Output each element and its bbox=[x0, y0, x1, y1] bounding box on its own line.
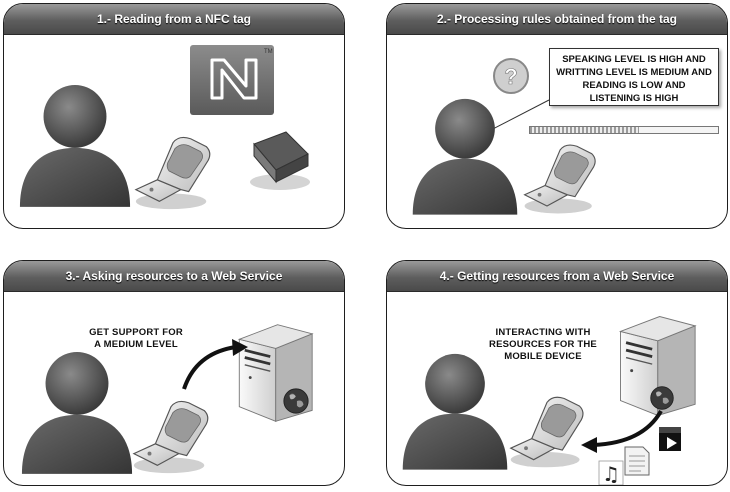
globe-icon bbox=[651, 387, 674, 410]
mobile-phone-icon bbox=[525, 145, 596, 213]
svg-text:?: ? bbox=[504, 64, 517, 89]
globe-icon bbox=[284, 389, 308, 413]
mobile-phone-icon bbox=[136, 137, 210, 209]
mobile-phone-icon bbox=[511, 397, 583, 467]
person-icon bbox=[413, 99, 518, 215]
mobile-phone-icon bbox=[134, 401, 208, 473]
svg-text:TM: TM bbox=[264, 49, 273, 55]
video-icon bbox=[659, 427, 681, 451]
book-icon bbox=[250, 132, 310, 190]
processing-progress-bar bbox=[529, 126, 719, 134]
person-icon bbox=[403, 354, 508, 470]
arrow-icon bbox=[581, 411, 661, 453]
document-icon bbox=[625, 447, 649, 475]
arrow-icon bbox=[184, 339, 248, 389]
panel-getting-resources: 4.- Getting resources from a Web Service… bbox=[386, 260, 728, 486]
panel-reading-nfc: 1.- Reading from a NFC tag TM bbox=[3, 3, 345, 229]
progress-fill bbox=[530, 127, 639, 133]
music-note-icon: ♫ bbox=[599, 461, 623, 486]
nfc-logo-icon: TM bbox=[190, 45, 274, 115]
panel-asking-resources: 3.- Asking resources to a Web Service GE… bbox=[3, 260, 345, 486]
request-caption: GET SUPPORT FOR A MEDIUM LEVEL bbox=[86, 327, 186, 351]
person-icon bbox=[20, 85, 130, 207]
rule-text-box: SPEAKING LEVEL IS HIGH AND WRITTING LEVE… bbox=[549, 48, 719, 106]
response-caption: INTERACTING WITH RESOURCES FOR THE MOBIL… bbox=[483, 327, 603, 363]
panel-processing-rules: 2.- Processing rules obtained from the t… bbox=[386, 3, 728, 229]
question-mark-icon: ? bbox=[494, 59, 528, 93]
person-icon bbox=[22, 352, 132, 474]
svg-text:♫: ♫ bbox=[602, 462, 620, 486]
